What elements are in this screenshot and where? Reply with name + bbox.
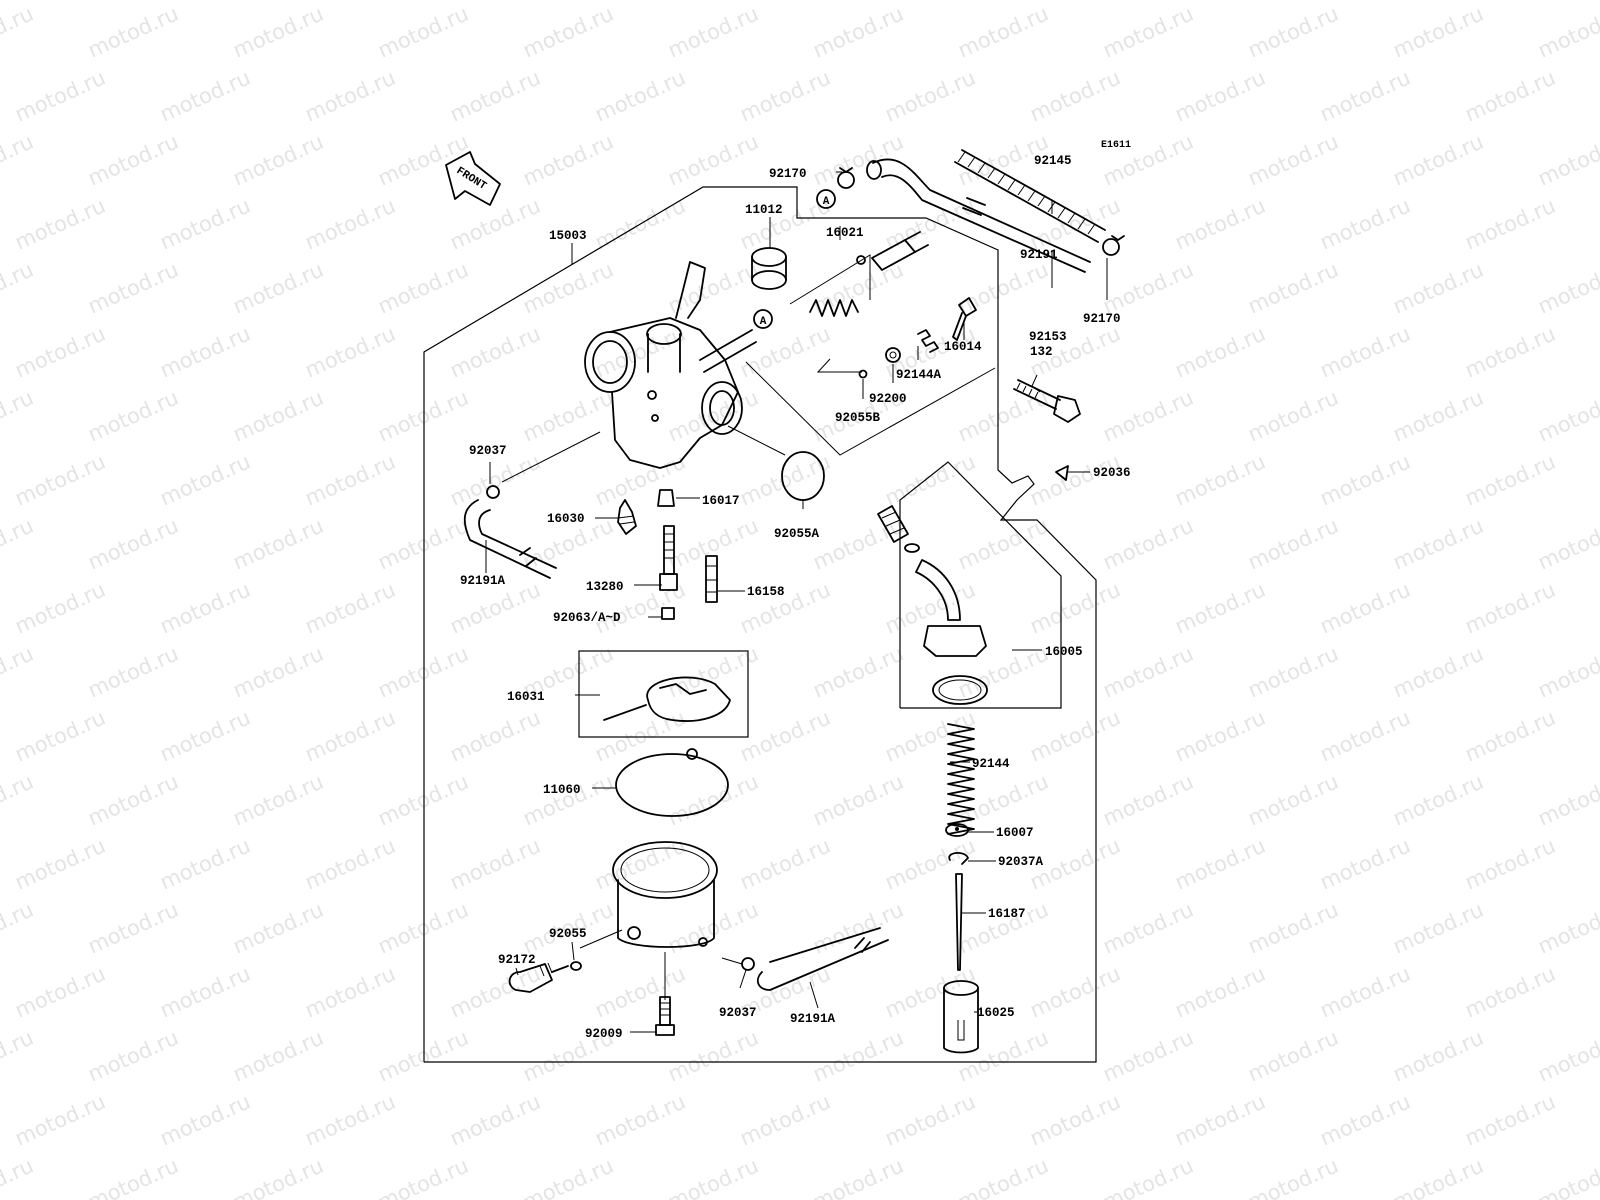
part-label: 92055A xyxy=(774,527,820,541)
part-label: 15003 xyxy=(549,229,587,243)
drain-screw-icon xyxy=(508,962,569,993)
part-label: 16030 xyxy=(547,512,585,526)
ref-marker-a-text: A xyxy=(760,316,767,328)
drain-hose-icon xyxy=(463,499,557,579)
float-icon xyxy=(603,676,731,722)
o-ring-icon xyxy=(781,451,825,501)
part-label: 92191A xyxy=(460,574,506,588)
body-to-bolt-line xyxy=(745,361,996,456)
part-label: 16025 xyxy=(977,1006,1015,1020)
needle-clip-icon xyxy=(948,852,969,865)
collar-icon xyxy=(751,247,787,290)
part-label: 92170 xyxy=(1083,312,1121,326)
part-label: 92153 xyxy=(1029,330,1067,344)
part-label: 16014 xyxy=(944,340,982,354)
part-label: 92200 xyxy=(869,392,907,406)
part-label: 11060 xyxy=(543,783,581,797)
main-jet-icon xyxy=(705,555,718,603)
part-label: 92172 xyxy=(498,953,536,967)
part-label: 16007 xyxy=(996,826,1034,840)
part-label: 92063/A~D xyxy=(553,611,621,625)
vent-hose-icon xyxy=(866,158,1091,273)
pilot-screw-icon xyxy=(952,297,977,341)
overflow-hose-icon xyxy=(756,927,889,991)
part-label: 13280 xyxy=(586,580,624,594)
part-label: 16187 xyxy=(988,907,1026,921)
part-label: 92055 xyxy=(549,927,587,941)
part-label: 92144A xyxy=(896,368,942,382)
float-valve-icon xyxy=(617,499,637,535)
clip-icon xyxy=(486,485,500,499)
part-label: 16031 xyxy=(507,690,545,704)
part-label: 16021 xyxy=(826,226,864,240)
bolt-icon xyxy=(1013,379,1081,423)
ref-marker-a: A xyxy=(816,189,836,209)
float-assembly-box xyxy=(578,650,749,738)
part-label: 92037 xyxy=(719,1006,757,1020)
carburetor-body-icon xyxy=(584,261,757,469)
diagram-code: E1611 xyxy=(1101,140,1131,151)
starter-valve-icon xyxy=(877,505,988,705)
washer-icon xyxy=(885,347,901,363)
throttle-valve-icon xyxy=(943,980,979,1054)
part-label: 92036 xyxy=(1093,466,1131,480)
o-ring-icon xyxy=(570,961,582,971)
part-label: 11012 xyxy=(745,203,783,217)
float-bowl-icon xyxy=(612,841,718,948)
leader-lines xyxy=(485,171,1108,1033)
needle-jet-icon xyxy=(659,525,678,591)
clip-icon xyxy=(1055,465,1069,481)
clamp-icon xyxy=(837,167,855,189)
choke-assembly-box xyxy=(899,461,1062,709)
o-ring-icon xyxy=(858,369,868,379)
part-label: 92037A xyxy=(998,855,1044,869)
part-label: 92037 xyxy=(469,444,507,458)
main-jet-screw-icon xyxy=(661,607,675,620)
part-label: 132 xyxy=(1030,345,1053,359)
part-label: 92191 xyxy=(1020,248,1058,262)
cable-guide-line xyxy=(789,254,871,305)
part-label: 16158 xyxy=(747,585,785,599)
ref-marker-a: A xyxy=(753,309,773,329)
part-label: 92145 xyxy=(1034,154,1072,168)
part-label: 92144 xyxy=(972,757,1010,771)
clamp-icon xyxy=(1102,235,1125,256)
part-label: 92170 xyxy=(769,167,807,181)
clip-icon xyxy=(741,957,755,971)
spring-and-screw-icon xyxy=(809,231,929,317)
hose-spring-icon xyxy=(954,149,1106,243)
jet-needle-icon xyxy=(955,873,963,971)
spring-seat-icon xyxy=(945,823,969,837)
part-label: 92055B xyxy=(835,411,881,425)
bowl-screw-icon xyxy=(655,996,675,1036)
throttle-spring-icon xyxy=(947,723,975,835)
ref-marker-a-text: A xyxy=(823,196,830,208)
front-label: FRONT xyxy=(454,165,489,193)
front-arrow-icon: FRONT xyxy=(445,151,501,206)
pilot-jet-icon xyxy=(657,489,675,507)
gasket-icon xyxy=(615,748,729,817)
part-label: 16017 xyxy=(702,494,740,508)
assembly-outline xyxy=(423,186,1097,1063)
part-label: 92009 xyxy=(585,1027,623,1041)
part-label: 92191A xyxy=(790,1012,836,1026)
part-label: 16005 xyxy=(1045,645,1083,659)
small-spring-icon xyxy=(917,329,939,353)
